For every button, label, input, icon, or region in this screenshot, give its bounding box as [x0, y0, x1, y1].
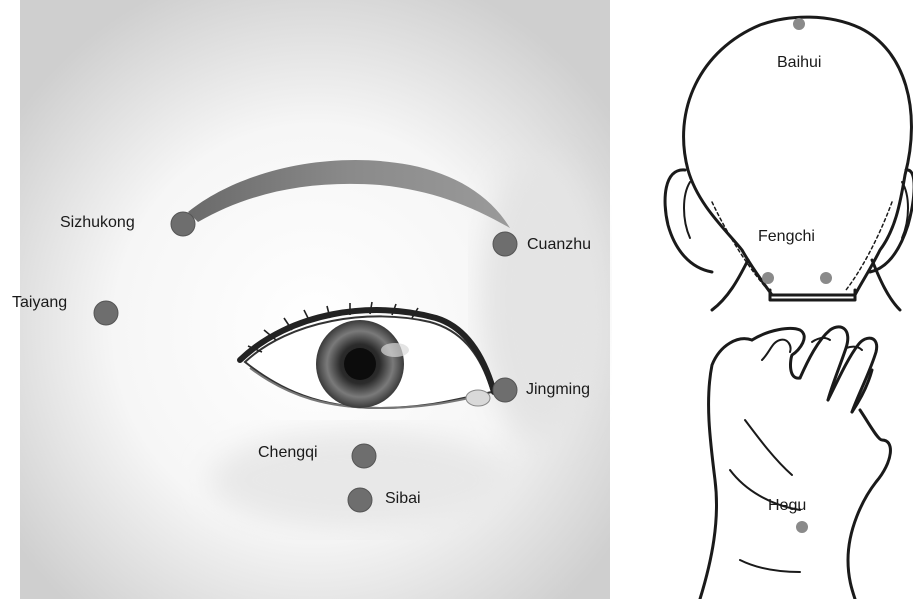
label-baihui: Baihui — [777, 54, 821, 72]
label-sibai: Sibai — [385, 490, 421, 508]
label-taiyang: Taiyang — [12, 294, 67, 312]
point-baihui[interactable] — [793, 18, 805, 30]
hand-illustration — [700, 327, 890, 599]
label-fengchi: Fengchi — [758, 228, 815, 246]
point-sizhukong[interactable] — [171, 212, 195, 236]
face-illustration — [20, 0, 610, 599]
label-cuanzhu: Cuanzhu — [527, 236, 591, 254]
label-jingming: Jingming — [526, 381, 590, 399]
point-fengchi-left[interactable] — [762, 272, 774, 284]
point-hegu[interactable] — [796, 521, 808, 533]
label-sizhukong: Sizhukong — [60, 214, 135, 232]
point-cuanzhu[interactable] — [493, 232, 517, 256]
label-hegu: Hegu — [768, 497, 806, 515]
label-chengqi: Chengqi — [258, 444, 318, 462]
point-jingming[interactable] — [493, 378, 517, 402]
point-fengchi-right[interactable] — [820, 272, 832, 284]
point-sibai[interactable] — [348, 488, 372, 512]
point-taiyang[interactable] — [94, 301, 118, 325]
point-chengqi[interactable] — [352, 444, 376, 468]
